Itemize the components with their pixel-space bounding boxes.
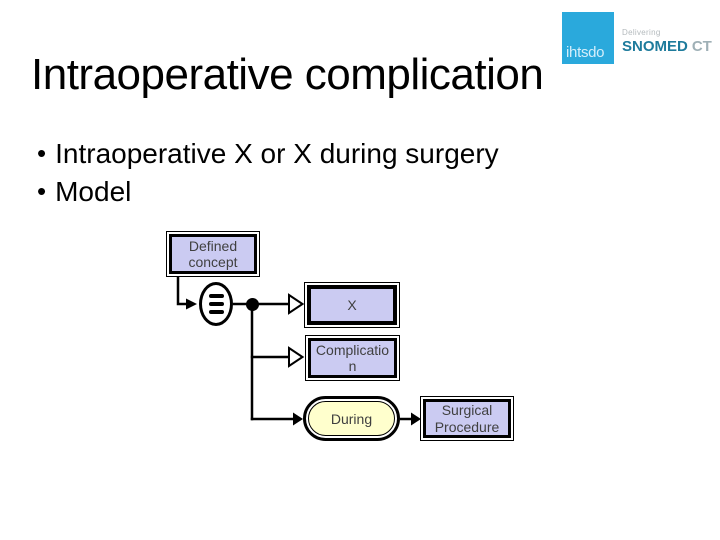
bullet-icon: • xyxy=(37,138,47,168)
equivalence-bar xyxy=(208,294,224,298)
isa-arrow-icon xyxy=(288,293,305,315)
bullet-text: Intraoperative X or X during surgery xyxy=(55,138,499,169)
defined-concept-box: Defined concept xyxy=(166,231,260,277)
isa-arrow-icon xyxy=(288,346,305,368)
bullet-text: Model xyxy=(55,176,132,207)
value-arrow-icon xyxy=(411,412,421,426)
focus-concept-label: X xyxy=(307,285,397,325)
bullet-list: • Intraoperative X or X during surgery •… xyxy=(37,138,499,214)
equivalence-icon xyxy=(199,282,233,326)
ihtsdo-logo-square: ihtsdo xyxy=(562,12,614,64)
conjunction-dot-icon xyxy=(246,298,259,311)
ct-text: CT xyxy=(691,38,712,55)
defined-concept-label: Defined concept xyxy=(169,234,257,274)
page-title: Intraoperative complication xyxy=(31,50,544,99)
bullet-icon: • xyxy=(37,176,47,206)
bullet-item: • Model xyxy=(37,176,499,208)
complication-concept-label: Complicatio n xyxy=(308,338,397,378)
focus-concept-box: X xyxy=(304,282,400,328)
value-concept-box: Surgical Procedure xyxy=(420,396,514,441)
equivalence-bar xyxy=(208,310,224,314)
attribute-pill: During xyxy=(303,396,400,441)
logo-tagline: Delivering xyxy=(622,28,661,37)
attribute-arrow-icon xyxy=(293,412,303,426)
ihtsdo-logo-text: ihtsdo xyxy=(566,44,605,61)
attribute-label: During xyxy=(308,401,395,436)
complication-concept-box: Complicatio n xyxy=(305,335,400,381)
bullet-item: • Intraoperative X or X during surgery xyxy=(37,138,499,170)
connector-line xyxy=(176,277,187,306)
value-concept-label: Surgical Procedure xyxy=(423,399,511,438)
definition-arrow-icon xyxy=(186,298,197,310)
equivalence-bar xyxy=(208,302,224,306)
snomed-text: SNOMED xyxy=(622,38,688,55)
